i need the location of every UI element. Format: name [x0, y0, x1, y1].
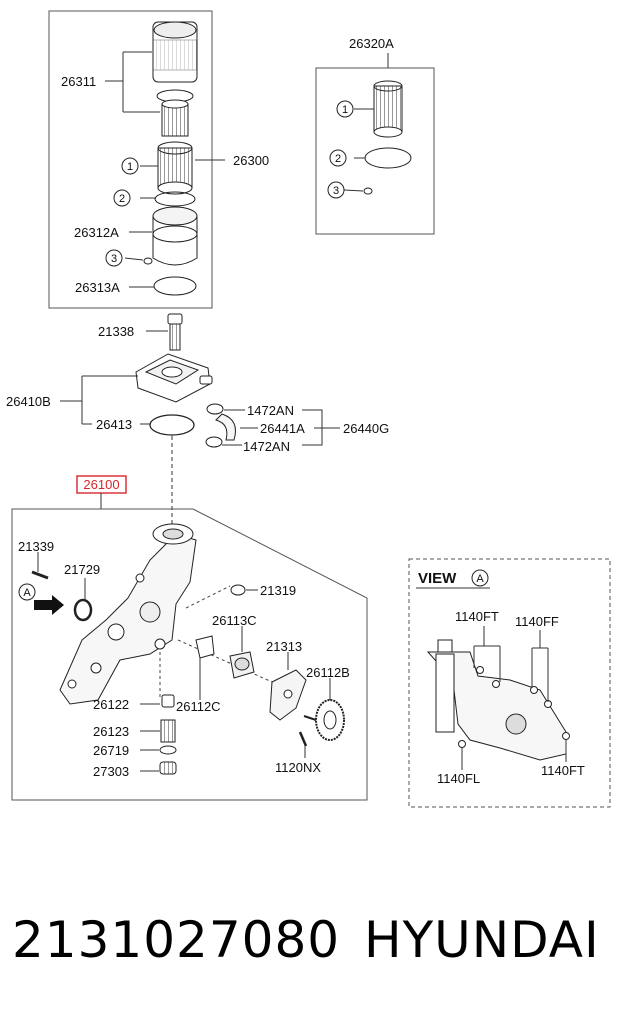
oil-pump-body-drawing: [59, 523, 197, 705]
label-26122: 26122: [93, 697, 129, 712]
label-26441A: 26441A: [260, 421, 305, 436]
label-26312A: 26312A: [74, 225, 119, 240]
label-26300: 26300: [233, 153, 269, 168]
leader-lines-top-left: [105, 51, 225, 288]
o-ring-21319-drawing: [230, 584, 246, 596]
label-26313A: 26313A: [75, 280, 120, 295]
label-1140FT-b: 1140FT: [541, 763, 585, 778]
relief-valve-stack-drawing: [159, 694, 177, 775]
svg-text:3: 3: [111, 253, 117, 265]
view-a-arrow: A: [18, 583, 64, 615]
leader-lines-hose: [222, 409, 340, 446]
gasket-26413-drawing: [149, 414, 195, 436]
rotor-26113C-drawing: [229, 651, 255, 679]
part-number: 2131027080: [12, 911, 341, 969]
bolt-1120NX-drawing: [298, 731, 308, 747]
svg-text:1: 1: [127, 161, 133, 173]
label-21313: 21313: [266, 639, 302, 654]
view-a-circle: A: [471, 569, 489, 587]
callout-right-3: 3: [327, 181, 345, 199]
callout-left-3: 3: [105, 249, 123, 267]
label-21339: 21339: [18, 539, 54, 554]
pin-21339-drawing: [31, 570, 49, 580]
gear-26112C-drawing: [195, 635, 215, 659]
label-26112C: 26112C: [176, 699, 221, 714]
label-26311: 26311: [61, 74, 96, 89]
filter-kit-box: [315, 67, 435, 235]
label-1472AN-bottom: 1472AN: [243, 439, 290, 454]
fitting-21338-drawing: [167, 313, 183, 351]
label-27303: 27303: [93, 764, 129, 779]
label-26123: 26123: [93, 724, 129, 739]
label-1120NX: 1120NX: [275, 760, 321, 775]
hose-and-clamps-drawing: [205, 403, 236, 448]
label-26440G: 26440G: [343, 421, 389, 436]
oil-pump-assembly-box: [11, 508, 368, 801]
svg-text:1: 1: [342, 104, 348, 116]
callout-left-2: 2: [113, 189, 131, 207]
view-a-pump-drawing: [426, 639, 570, 761]
cover-21313-drawing: [269, 669, 307, 721]
svg-text:2: 2: [119, 193, 125, 205]
view-a-box: [408, 558, 611, 808]
highlight-26100: 26100: [76, 475, 127, 494]
label-1140FL: 1140FL: [437, 771, 480, 786]
label-26112B: 26112B: [306, 665, 350, 680]
leader-lines-cooler: [60, 375, 150, 425]
label-26413: 26413: [96, 417, 132, 432]
callout-left-1: 1: [121, 157, 139, 175]
filter-element-drawing: [154, 141, 196, 207]
footer: 2131027080 HYUNDAI: [8, 900, 612, 980]
svg-text:26100: 26100: [83, 477, 119, 492]
svg-text:2: 2: [335, 153, 341, 165]
label-26113C: 26113C: [212, 613, 257, 628]
label-1472AN-top: 1472AN: [247, 403, 294, 418]
view-a-title: VIEW: [418, 570, 457, 587]
brand-name: HYUNDAI: [364, 911, 600, 969]
svg-text:A: A: [476, 573, 484, 585]
callout-right-2: 2: [329, 149, 347, 167]
leader-lines-valve: [140, 703, 160, 772]
label-21729: 21729: [64, 562, 100, 577]
oil-cooler-drawing: [135, 353, 213, 403]
leader-lines-view-a: [461, 626, 567, 770]
label-1140FF: 1140FF: [515, 614, 559, 629]
seal-21729-drawing: [73, 598, 93, 622]
label-21319: 21319: [260, 583, 296, 598]
label-21338: 21338: [98, 324, 134, 339]
filter-cartridge-top-drawing: [152, 21, 198, 137]
gear-26112B-drawing: [303, 699, 345, 741]
callout-right-1: 1: [336, 100, 354, 118]
label-1140FT-a: 1140FT: [455, 609, 499, 624]
label-26320A: 26320A: [349, 36, 394, 51]
svg-text:A: A: [23, 587, 31, 599]
filter-kit-element-drawing: [363, 80, 412, 195]
label-26719: 26719: [93, 743, 129, 758]
label-26410B: 26410B: [6, 394, 51, 409]
filter-housing-drawing: [143, 206, 198, 296]
leader-lines-pump: [37, 552, 258, 600]
svg-text:3: 3: [333, 185, 339, 197]
